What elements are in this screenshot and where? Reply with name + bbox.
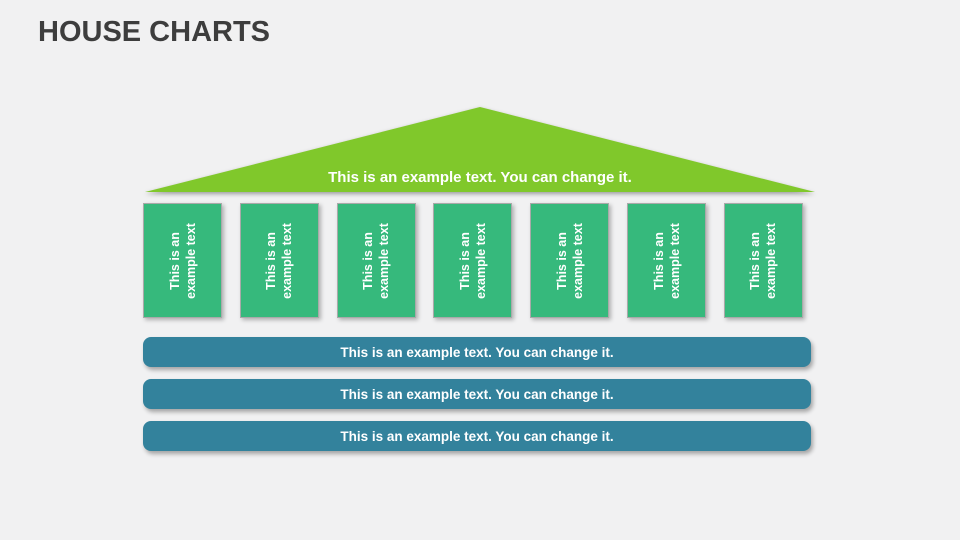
pillar-label: This is an example text [457,222,488,299]
pillar-label: This is an example text [360,222,392,299]
bar-label: This is an example text. You can change … [340,344,614,360]
foundation-bar: This is an example text. You can change … [143,421,811,451]
house-roof: This is an example text. You can change … [140,104,820,194]
pillar-label: This is an example text [554,222,585,299]
pillar-label: This is an example text [651,222,682,299]
bar-label: This is an example text. You can change … [340,428,614,444]
pillar-label: This is an example text [264,222,295,299]
pillar: This is an example text [336,203,416,318]
pillar: This is an example text [143,203,222,318]
foundation-bar: This is an example text. You can change … [143,379,811,409]
slide-title: HOUSE CHARTS [38,16,271,48]
pillar: This is an example text [239,203,319,318]
pillar: This is an example text [433,203,513,318]
pillar-label: This is an example text [748,222,779,299]
pillar: This is an example text [530,203,610,318]
pillar: This is an example text [627,203,707,318]
bar-label: This is an example text. You can change … [340,386,614,402]
roof-triangle-icon [145,107,815,192]
roof-label: This is an example text. You can change … [328,169,632,186]
pillar-row: This is an example text This is an examp… [143,203,803,318]
pillar: This is an example text [723,203,803,318]
foundation-bars: This is an example text. You can change … [143,337,811,451]
pillar-label: This is an example text [167,222,198,299]
foundation-bar: This is an example text. You can change … [143,337,811,367]
